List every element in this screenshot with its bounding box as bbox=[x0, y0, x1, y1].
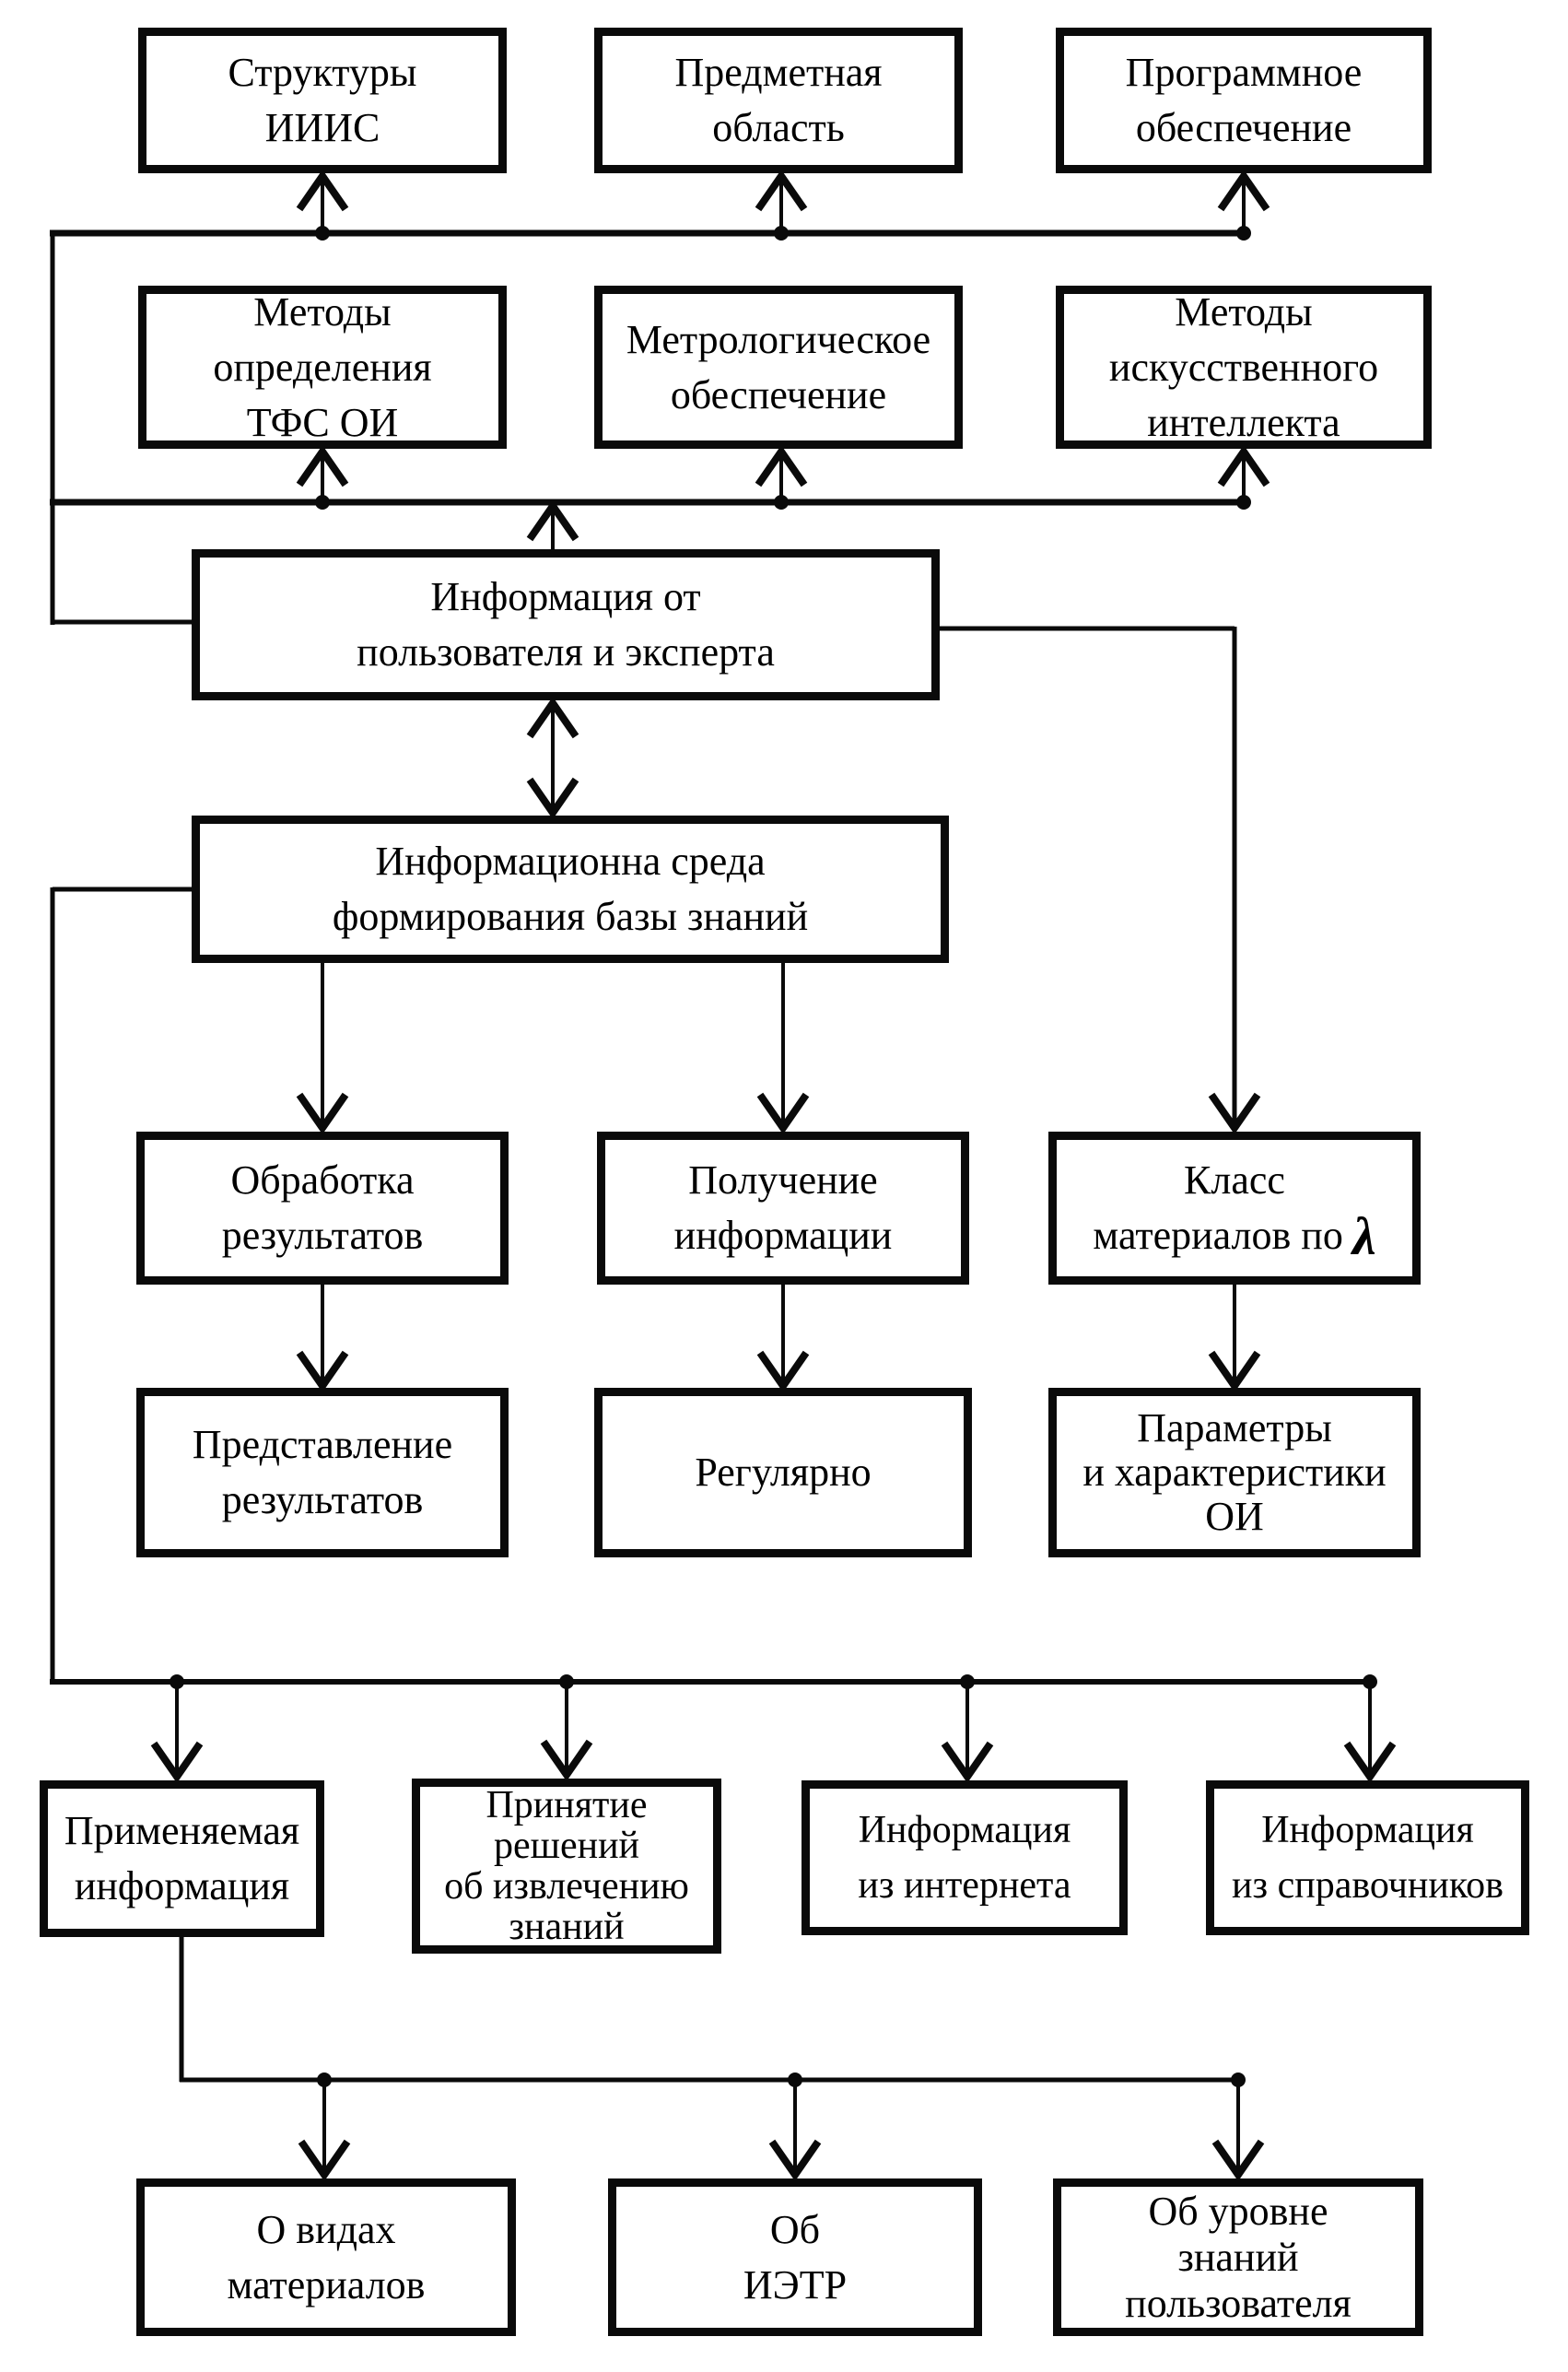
box-text-line: Представление bbox=[192, 1422, 453, 1467]
box-text-line: Методы bbox=[253, 288, 392, 335]
box-applied-info: Применяемая информация bbox=[40, 1780, 324, 1937]
box-presentation: Представление результатов bbox=[136, 1388, 509, 1557]
box-text-line: Класс bbox=[1184, 1157, 1285, 1203]
box-material-types: О видах материалов bbox=[136, 2178, 516, 2336]
box-text-line: Регулярно bbox=[695, 1450, 872, 1495]
box-text-line: пользователя bbox=[1125, 2280, 1352, 2326]
box-text-line: Структуры bbox=[228, 50, 417, 95]
box-text-line: формирования базы знаний bbox=[332, 894, 809, 939]
box-text-line: интеллекта bbox=[1147, 399, 1340, 445]
box-text-line: Методы bbox=[1175, 288, 1313, 335]
box-text-line: Принятие bbox=[486, 1784, 648, 1826]
box-text: материалов по bbox=[1093, 1213, 1343, 1258]
box-software: Программное обеспечение bbox=[1056, 28, 1432, 173]
box-text-line: Об bbox=[769, 2206, 821, 2252]
box-text-line: определения bbox=[213, 344, 432, 390]
box-decision: Принятие решений об извлечению знаний bbox=[412, 1779, 721, 1954]
box-regularly: Регулярно bbox=[594, 1388, 972, 1557]
box-text-line: ТФС ОИ bbox=[246, 399, 399, 445]
box-info-user-expert: Информация от пользователя и эксперта bbox=[192, 549, 940, 700]
box-parameters: Параметры и характеристики ОИ bbox=[1048, 1388, 1421, 1557]
box-text-line: ИЭТР bbox=[743, 2261, 848, 2307]
box-obtaining: Получение информации bbox=[597, 1132, 969, 1285]
box-text-line: О видах bbox=[256, 2206, 396, 2252]
box-text-line: информация bbox=[74, 1863, 290, 1908]
box-text-line: обеспечение bbox=[670, 371, 887, 417]
box-text-line: Программное bbox=[1125, 50, 1363, 95]
box-text-line: Применяемая bbox=[64, 1808, 300, 1853]
box-text-line: Обработка bbox=[230, 1157, 415, 1203]
lambda-symbol: λ bbox=[1352, 1206, 1376, 1266]
box-metrology: Метрологическое обеспечение bbox=[594, 286, 963, 449]
box-text-line: Получение bbox=[688, 1157, 878, 1203]
box-processing: Обработка результатов bbox=[136, 1132, 509, 1285]
box-text-line: Информационна среда bbox=[375, 839, 766, 884]
box-text-line: решений bbox=[493, 1825, 640, 1867]
arrow-stems bbox=[175, 181, 1372, 2177]
box-text-line: информации bbox=[673, 1213, 893, 1258]
box-text-line: об извлечению bbox=[444, 1865, 689, 1908]
box-ietr: Об ИЭТР bbox=[608, 2178, 982, 2336]
box-text-line: Информация от bbox=[430, 574, 701, 619]
box-text-line: результатов bbox=[221, 1477, 424, 1522]
box-info-environment: Информационна среда формирования базы зн… bbox=[192, 816, 949, 963]
box-text-line: материалов bbox=[227, 2261, 426, 2307]
arrowheads bbox=[150, 169, 1397, 2182]
box-text-line: и характеристики bbox=[1082, 1450, 1387, 1495]
box-methods-tfs: Методы определения ТФС ОИ bbox=[138, 286, 507, 449]
box-text-line: Предметная bbox=[674, 50, 883, 95]
bus-rails bbox=[50, 229, 1374, 2083]
box-text-line: обеспечение bbox=[1135, 105, 1352, 150]
box-text-line: Параметры bbox=[1137, 1405, 1332, 1450]
junction-dots bbox=[170, 226, 1377, 2087]
box-text-line: Об уровне bbox=[1148, 2188, 1328, 2234]
box-text-line: знаний bbox=[1177, 2234, 1299, 2280]
box-text-line: из справочников bbox=[1232, 1864, 1504, 1907]
box-text-line: искусственного bbox=[1108, 344, 1379, 390]
box-text-line: ОИ bbox=[1205, 1494, 1264, 1539]
box-internet-info: Информация из интернета bbox=[802, 1780, 1128, 1935]
box-text-line: ИИИС bbox=[264, 105, 380, 150]
box-subject-area: Предметная область bbox=[594, 28, 963, 173]
box-text-line: Информация bbox=[1261, 1809, 1474, 1851]
box-text-line: результатов bbox=[221, 1213, 424, 1258]
box-ai-methods: Методы искусственного интеллекта bbox=[1056, 286, 1432, 449]
box-text-line: пользователя и эксперта bbox=[357, 629, 775, 675]
link-lines bbox=[50, 233, 1237, 2082]
box-structures: Структуры ИИИС bbox=[138, 28, 507, 173]
box-text-line: знаний bbox=[509, 1906, 625, 1948]
box-user-knowledge: Об уровне знаний пользователя bbox=[1053, 2178, 1423, 2336]
box-reference-info: Информация из справочников bbox=[1206, 1780, 1529, 1935]
box-text-line: из интернета bbox=[858, 1864, 1071, 1907]
box-text-line: Информация bbox=[858, 1809, 1071, 1851]
box-text-line: Метрологическое bbox=[626, 316, 931, 362]
box-text-line: область bbox=[712, 105, 845, 150]
